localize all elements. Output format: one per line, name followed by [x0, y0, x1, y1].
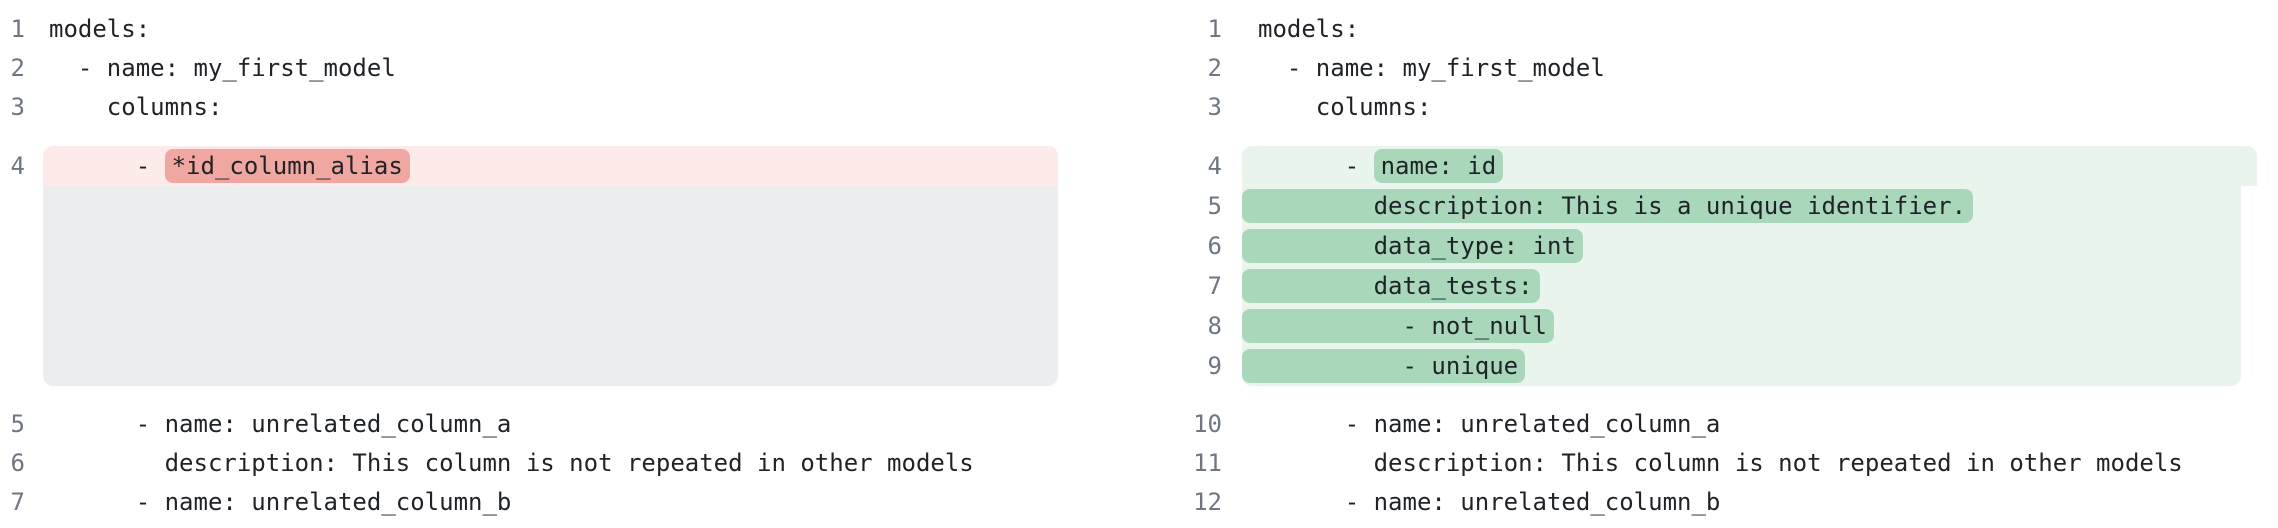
line-number: 12 [1193, 488, 1222, 516]
line-number: 6 [10, 449, 25, 477]
code-line: 12 - name: unrelated_column_b [1139, 483, 2278, 522]
added-line-highlight: description: This is a unique identifier… [1242, 186, 2241, 226]
code-text: models: [1258, 15, 1360, 43]
added-code-line: 7 data_tests: [1139, 266, 2278, 306]
added-code-line: 4 - name: id [1139, 146, 2278, 186]
added-line-highlight: data_tests: [1242, 266, 2241, 306]
diff-panel-after: 1 models: 2 - name: my_first_model 3 col… [1139, 10, 2278, 522]
line-number: 5 [1207, 192, 1222, 220]
code-text: columns: [49, 93, 223, 121]
line-number: 6 [1207, 232, 1222, 260]
added-code-line: 8 - not_null [1139, 306, 2278, 346]
collapsed-spacer [43, 186, 1058, 386]
added-token: data_type: int [1242, 229, 1583, 263]
code-text: models: [49, 15, 151, 43]
line-number: 2 [1207, 54, 1222, 82]
code-line: 11 description: This column is not repea… [1139, 444, 2278, 483]
line-number: 7 [1207, 272, 1222, 300]
line-number: 9 [1207, 352, 1222, 380]
added-line-highlight: - not_null [1242, 306, 2241, 346]
added-token: data_tests: [1242, 269, 1540, 303]
code-line: 3 columns: [1139, 88, 2278, 127]
diff-panel-before: 1 models: 2 - name: my_first_model 3 col… [0, 10, 1110, 522]
code-text: - name: my_first_model [1258, 54, 1605, 82]
code-text: - name: unrelated_column_a [49, 410, 512, 438]
added-token: description: This is a unique identifier… [1242, 189, 1974, 223]
line-number-empty [0, 186, 25, 386]
line-number: 8 [1207, 312, 1222, 340]
added-line-highlight: data_type: int [1242, 226, 2241, 266]
line-number: 3 [10, 93, 25, 121]
removed-line-highlight: - *id_column_alias [43, 146, 1058, 186]
code-line: 1 models: [0, 10, 1110, 49]
line-number: 1 [10, 15, 25, 43]
line-number: 7 [10, 488, 25, 516]
added-block: 4 - name: id 5 description: This is a un… [1139, 146, 2278, 386]
line-number: 5 [10, 410, 25, 438]
line-number: 1 [1207, 15, 1222, 43]
removed-code-line: 4 - *id_column_alias [0, 146, 1110, 186]
line-number: 3 [1207, 93, 1222, 121]
code-text: description: This column is not repeated… [1258, 449, 2183, 477]
code-line: 10 - name: unrelated_column_a [1139, 405, 2278, 444]
code-line: 2 - name: my_first_model [0, 49, 1110, 88]
line-number: 10 [1193, 410, 1222, 438]
code-line: 5 - name: unrelated_column_a [0, 405, 1110, 444]
removed-block: 4 - *id_column_alias [0, 146, 1110, 386]
added-token: - unique [1242, 349, 1526, 383]
code-text: - name: my_first_model [49, 54, 396, 82]
line-number: 11 [1193, 449, 1222, 477]
code-line: 3 columns: [0, 88, 1110, 127]
removed-token: *id_column_alias [164, 149, 410, 183]
code-text: - name: unrelated_column_b [49, 488, 512, 516]
added-code-line: 5 description: This is a unique identifi… [1139, 186, 2278, 226]
line-number: 4 [1207, 152, 1222, 180]
code-text: columns: [1258, 93, 1432, 121]
spacer-row [0, 186, 1110, 386]
added-code-line: 9 - unique [1139, 346, 2278, 386]
added-line-highlight: - unique [1242, 346, 2241, 386]
added-line-highlight: - name: id [1242, 146, 2257, 186]
added-code-line: 6 data_type: int [1139, 226, 2278, 266]
code-line: 1 models: [1139, 10, 2278, 49]
code-text: description: This column is not repeated… [49, 449, 974, 477]
code-line: 6 description: This column is not repeat… [0, 444, 1110, 483]
code-text: - name: unrelated_column_b [1258, 488, 1721, 516]
added-token: name: id [1373, 149, 1504, 183]
code-line: 7 - name: unrelated_column_b [0, 483, 1110, 522]
code-line: 2 - name: my_first_model [1139, 49, 2278, 88]
added-token: - not_null [1242, 309, 1554, 343]
line-number: 2 [10, 54, 25, 82]
line-number: 4 [10, 152, 25, 180]
code-text: - name: unrelated_column_a [1258, 410, 1721, 438]
